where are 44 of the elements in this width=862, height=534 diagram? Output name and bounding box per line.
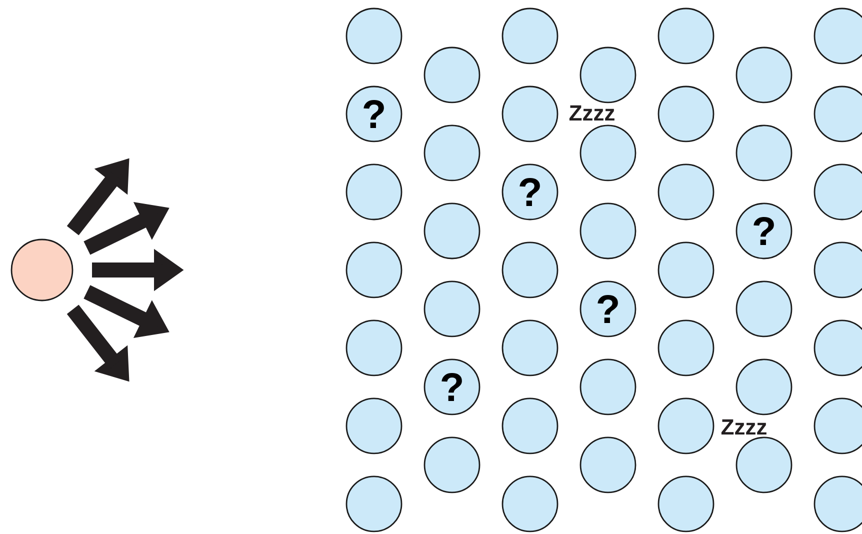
particle-circle — [814, 86, 862, 142]
particle-circle — [814, 398, 862, 454]
particle-circle — [814, 242, 862, 298]
particle-circle — [580, 124, 636, 182]
particle-circle — [658, 242, 714, 298]
particle-circle — [424, 280, 480, 338]
particle-circle — [814, 8, 862, 64]
particle-circle — [658, 8, 714, 64]
particle-circle — [502, 242, 558, 298]
particle-circle — [502, 86, 558, 142]
particle-circle — [424, 124, 480, 182]
particle-circle — [580, 202, 636, 260]
particle-circle — [814, 476, 862, 532]
particle-circle — [814, 320, 862, 376]
particle-circle — [736, 436, 792, 494]
particle-circle — [658, 164, 714, 220]
particle-circle — [346, 8, 402, 64]
particle-circle — [580, 358, 636, 416]
particle-circle — [658, 476, 714, 532]
particle-circle — [346, 398, 402, 454]
particle-circle — [736, 124, 792, 182]
particle-circle — [502, 8, 558, 64]
particle-circle — [580, 46, 636, 104]
particle-circle — [736, 46, 792, 104]
particle-circle — [346, 320, 402, 376]
particle-circle — [658, 320, 714, 376]
particle-circle — [346, 476, 402, 532]
sleep-label: Zzzz — [721, 419, 766, 435]
particle-circle — [502, 476, 558, 532]
particle-circle — [814, 164, 862, 220]
particle-circle — [658, 398, 714, 454]
sleep-label: Zzzz — [569, 105, 614, 121]
particle-circle — [502, 398, 558, 454]
source-circle — [10, 238, 74, 302]
particle-circle — [736, 358, 792, 416]
particle-circle — [346, 242, 402, 298]
particle-circle — [424, 46, 480, 104]
particle-circle — [424, 436, 480, 494]
particle-circle — [658, 86, 714, 142]
particle-circle — [424, 202, 480, 260]
particle-circle — [736, 280, 792, 338]
particle-circle — [502, 320, 558, 376]
particle-circle — [346, 164, 402, 220]
particle-circle — [580, 436, 636, 494]
